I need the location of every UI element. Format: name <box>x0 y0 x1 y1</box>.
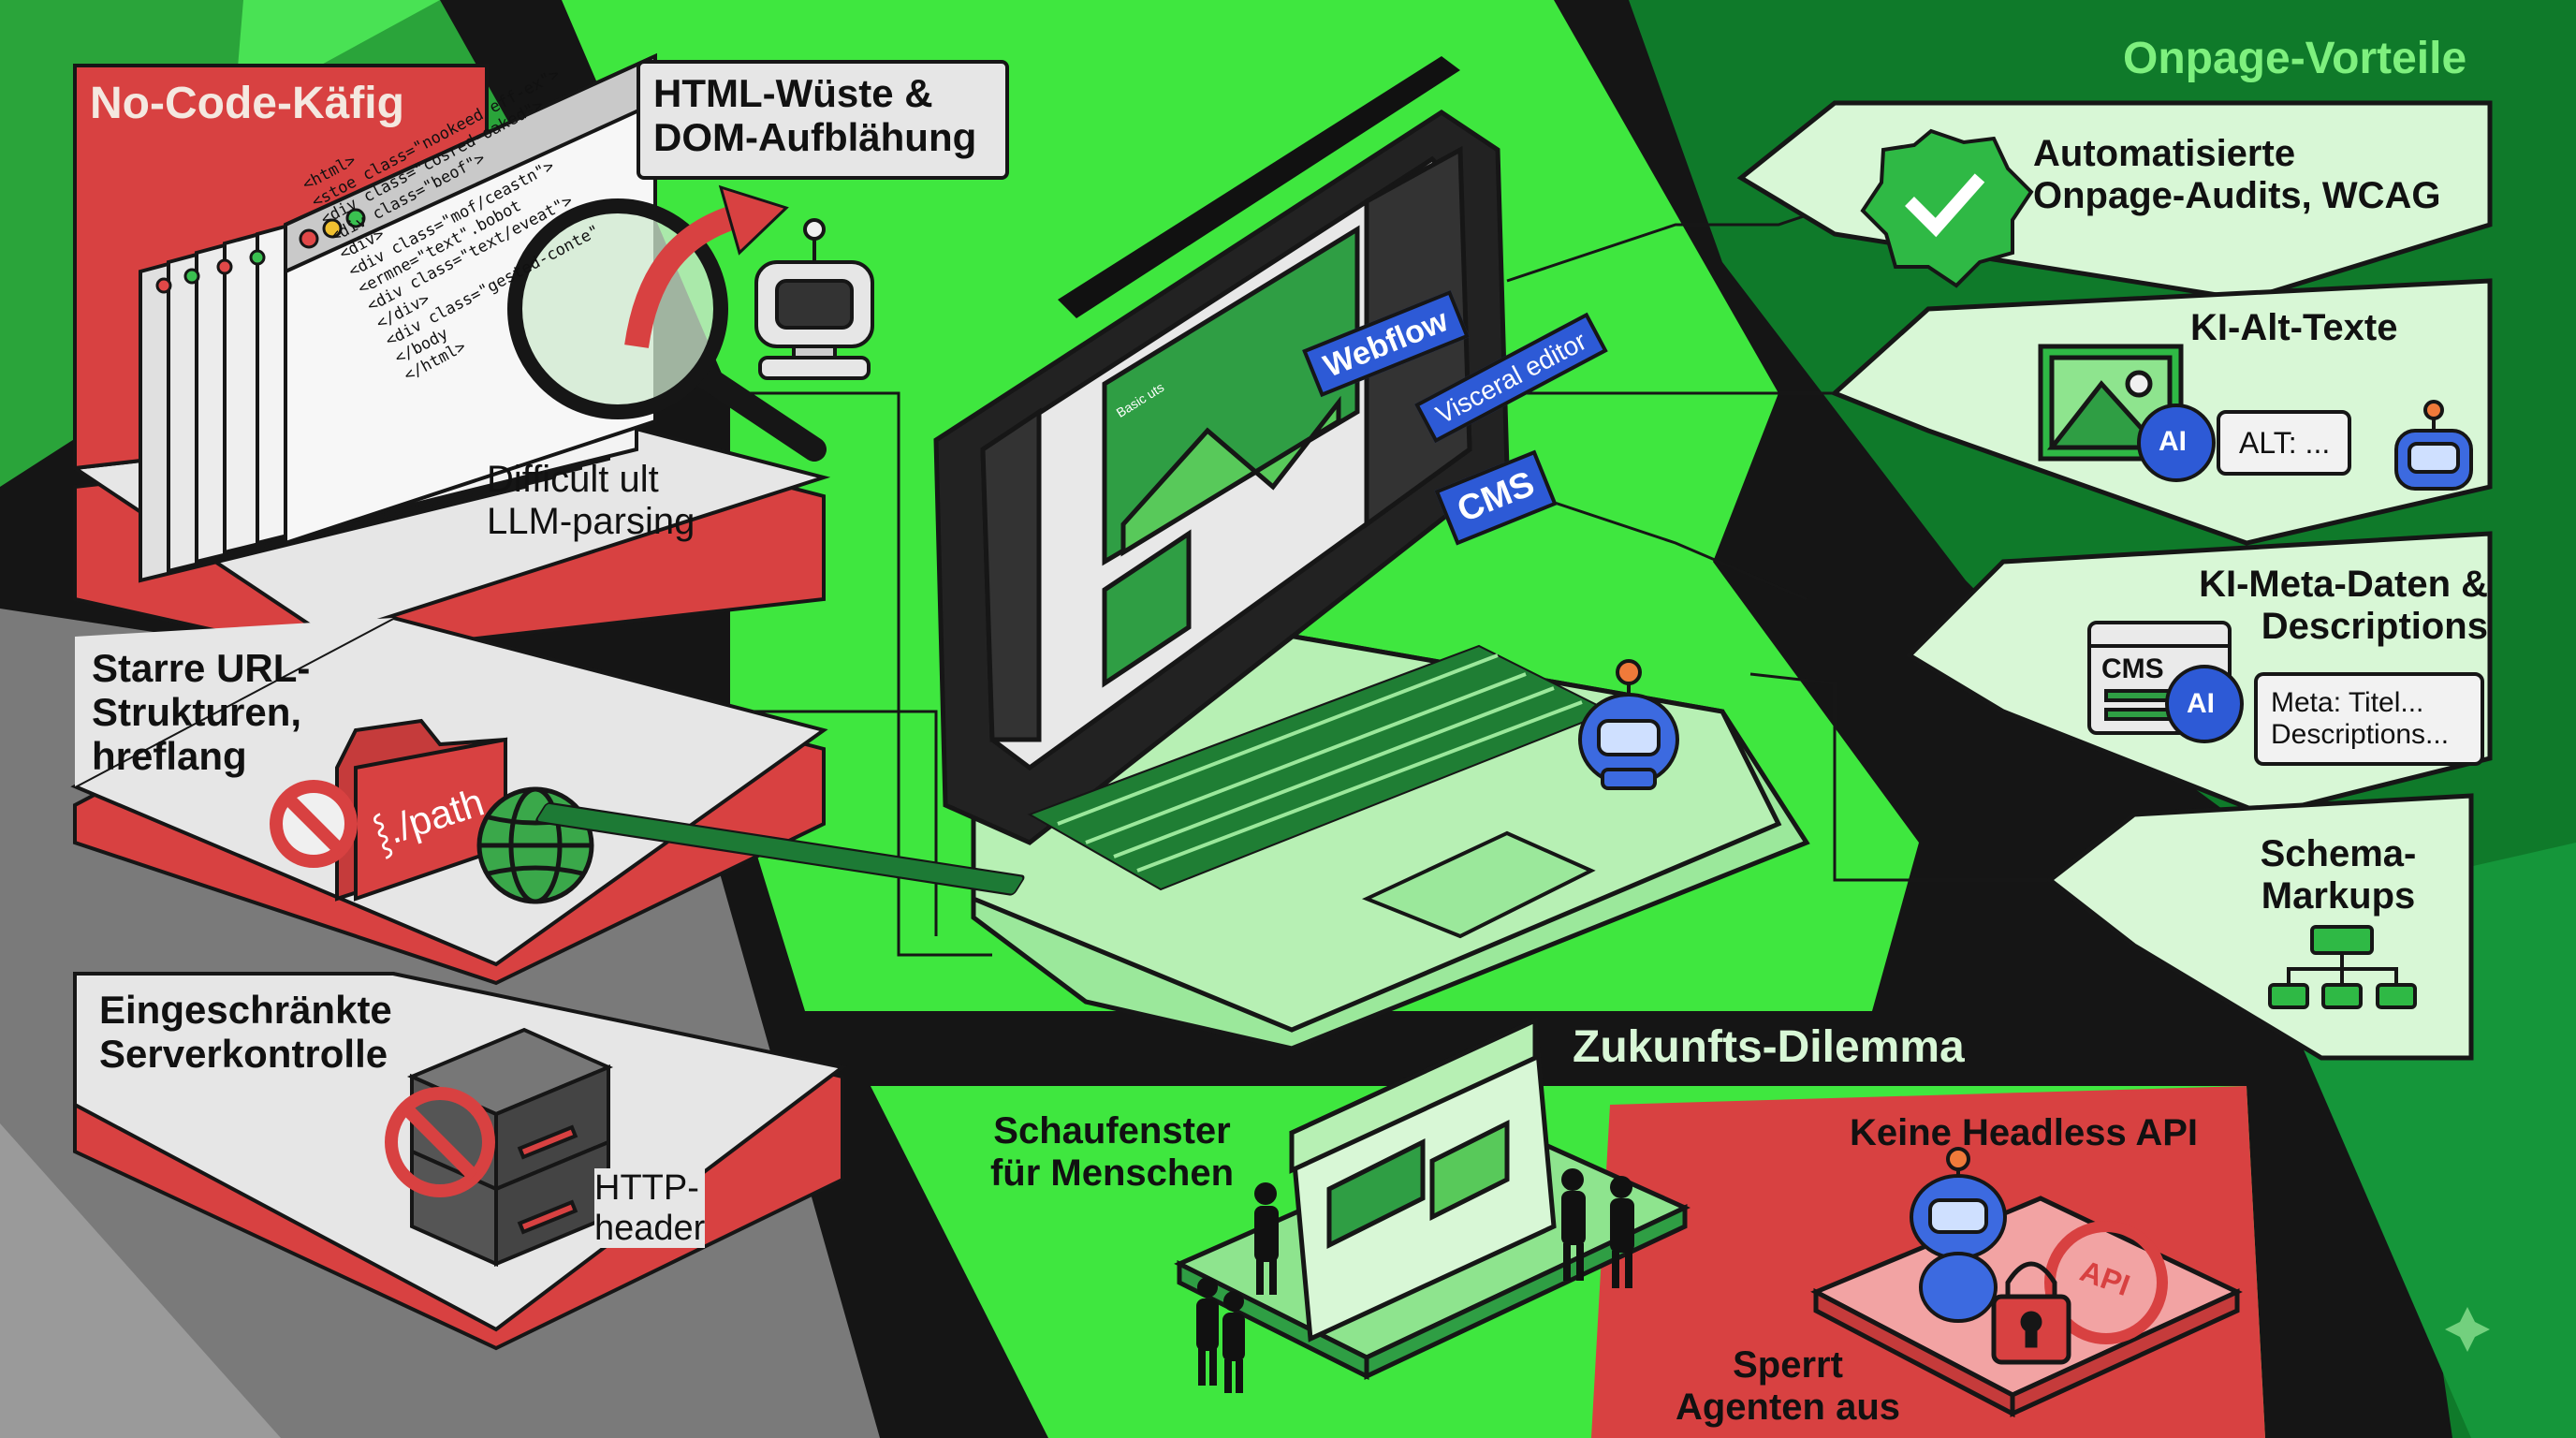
html-callout-text: HTML-Wüste & DOM-Aufblähung <box>653 71 977 160</box>
schema-label: Schema- Markups <box>2260 833 2417 917</box>
browser-dots <box>155 208 366 294</box>
alt-tag-text: ALT: ... <box>2239 426 2331 460</box>
server-title: Eingeschränkte Serverkontrolle <box>99 988 392 1077</box>
sparkle-icon <box>2445 1307 2490 1352</box>
ai-badge-1: AI <box>2159 426 2187 457</box>
meta-note: Meta: Titel... Descriptions... <box>2271 687 2450 750</box>
blue-robot-small-icon <box>2394 400 2473 491</box>
ai-gear-icon-1 <box>2137 404 2216 482</box>
image-icon <box>2038 344 2184 462</box>
cms-label: CMS <box>2101 653 2164 684</box>
nocode-title: No-Code-Käfig <box>90 79 404 128</box>
magnifier-icon <box>507 184 827 462</box>
alt-tag-box <box>2217 410 2351 476</box>
ai-gear-icon-2 <box>2165 665 2244 743</box>
audits-label: Automatisierte Onpage-Audits, WCAG <box>2033 133 2441 216</box>
parsing-note: Difficult ult LLM-parsing <box>487 459 695 542</box>
future-dilemma-title: Zukunfts-Dilemma <box>1573 1022 1965 1072</box>
check-badge-icon <box>1860 128 2034 288</box>
showcase-label: Schaufenster für Menschen <box>989 1110 1235 1194</box>
padlock-icon <box>1991 1261 2071 1365</box>
api-ring <box>2044 1221 2168 1344</box>
meta-title: KI-Meta-Daten & Descriptions <box>2199 564 2488 647</box>
forbidden-sign-icon <box>270 780 358 868</box>
confused-robot-icon <box>754 218 874 380</box>
blue-robot-large-icon <box>1910 1147 2007 1323</box>
trackpad <box>1361 830 1596 939</box>
showcase-platform <box>1174 1017 1690 1381</box>
people-silhouettes <box>1196 1168 1634 1393</box>
schema-tree-icon <box>2268 925 2417 1009</box>
folder-icon <box>335 718 508 902</box>
alt-texts-label: KI-Alt-Texte <box>2190 307 2398 348</box>
no-api-label: Keine Headless API <box>1850 1112 2199 1153</box>
meta-note-box <box>2254 672 2484 766</box>
locks-out-label: Sperrt Agenten aus <box>1675 1344 1901 1428</box>
onpage-title: Onpage-Vorteile <box>2123 34 2467 83</box>
server-forbidden-icon <box>385 1087 495 1197</box>
http-header-label: HTTP- header <box>594 1168 706 1249</box>
html-callout-box <box>637 60 1009 180</box>
ai-badge-2: AI <box>2187 688 2215 719</box>
connector-lines <box>749 185 2059 957</box>
url-title: Starre URL- Strukturen, hreflang <box>92 646 311 779</box>
laptop-keyboard <box>535 801 1025 896</box>
blue-robot-icon <box>1578 659 1679 790</box>
card-schema <box>2045 793 2474 1061</box>
